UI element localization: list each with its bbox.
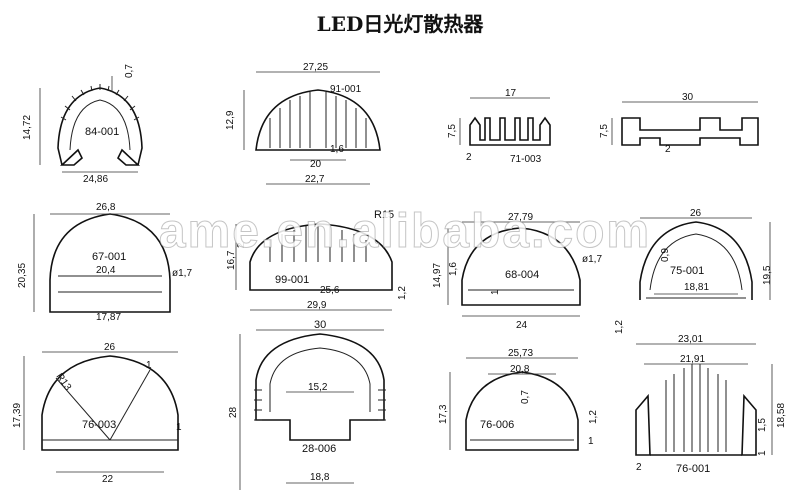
profile-67-001: 26,8 67-001 20,35 20,4 17,87 ø1,7 [17, 202, 192, 323]
dim-label: 17 [505, 88, 517, 99]
dim-label: 1,6 [330, 144, 344, 155]
profile-76-006: 25,73 20,8 0,7 17,3 76-006 1,2 1 [438, 348, 599, 451]
model-label: 76-001 [676, 463, 710, 475]
dim-label: 18,81 [684, 282, 709, 293]
model-label: 76-006 [480, 419, 514, 431]
model-label: 71-003 [510, 154, 542, 165]
page-title: LED日光灯散热器 [316, 12, 484, 36]
dim-label: ø1,7 [172, 268, 192, 279]
dim-label: 24,86 [83, 174, 108, 185]
dim-label: 2 [466, 152, 472, 163]
dim-label: 26 [690, 208, 702, 219]
fin-array [269, 224, 367, 262]
dim-label: 1 [588, 436, 594, 447]
dim-label: 1 [757, 450, 768, 456]
model-label: 68-004 [505, 269, 539, 281]
dim-label: 17,39 [12, 403, 23, 428]
dim-label: 14,97 [432, 263, 443, 288]
dim-label: 1 [176, 422, 182, 433]
dim-label: 18,58 [776, 403, 787, 428]
profile-28-006: 30 15,2 28 28-006 18,8 [228, 319, 386, 490]
dim-label: 30 [314, 319, 326, 331]
dim-label: 18,8 [310, 472, 330, 483]
dim-label: 21,91 [680, 354, 705, 365]
dim-label: 7,5 [447, 124, 458, 138]
profile-76-003: 26 R13 1 17,39 76-003 1 22 [12, 342, 182, 485]
model-label: 84-001 [85, 126, 119, 138]
model-label: 75-001 [670, 265, 704, 277]
dim-label: 26,8 [96, 202, 116, 213]
dim-label: 20 [310, 159, 322, 170]
model-label: 76-003 [82, 419, 116, 431]
profile-84-001: 84-001 14,72 0,7 24,86 [22, 64, 143, 185]
dim-label: 2 [236, 242, 247, 248]
dim-label: 25,6 [320, 285, 340, 296]
model-label: 28-006 [302, 443, 336, 455]
profile-71-003: 17 7,5 2 71-003 [447, 88, 551, 165]
dim-label: 0,9 [660, 248, 671, 262]
model-label: 99-001 [275, 274, 309, 286]
dim-label: 16,7 [226, 250, 237, 270]
dim-label: 1,5 [757, 418, 768, 432]
dim-label: 25,73 [508, 348, 533, 359]
dim-label: 20,8 [510, 364, 530, 375]
dim-label: 2 [636, 462, 642, 473]
fin-array [665, 364, 727, 452]
dim-label: R13 [54, 371, 74, 393]
dim-label: 24 [516, 320, 528, 331]
profile-99-001: R15 16,7 2 99-001 25,6 29,9 1,2 [226, 209, 408, 311]
dim-label: 29,9 [307, 300, 327, 311]
dim-label: 0,7 [520, 390, 531, 404]
dim-label: R15 [374, 209, 394, 221]
dim-label: 20,35 [17, 263, 28, 288]
dim-label: 22,7 [305, 174, 325, 185]
fin-array [269, 92, 367, 148]
dim-label: 0,7 [124, 64, 135, 78]
dim-label: 12,9 [225, 110, 236, 130]
dim-label: 19,5 [762, 265, 773, 285]
model-label: 67-001 [92, 251, 126, 263]
fin-stubs [254, 389, 386, 421]
dim-label: 1,2 [588, 410, 599, 424]
dim-label: 23,01 [678, 334, 703, 345]
dim-label: 1 [490, 289, 501, 295]
dim-label: 1,2 [614, 320, 625, 334]
profile-91-001: 27,25 91-001 12,9 1,6 20 22,7 [225, 62, 381, 185]
dim-label: 28 [228, 406, 239, 418]
dim-label: 15,2 [308, 382, 328, 393]
dim-label: 1,6 [448, 262, 459, 276]
dim-label: 26 [104, 342, 116, 353]
dim-label: 30 [682, 92, 694, 103]
profile-76-001: 23,01 21,91 18,58 1,5 1 2 76-001 [635, 334, 787, 475]
model-label: 91-001 [330, 84, 362, 95]
dim-label: 1,2 [397, 286, 408, 300]
dim-label: 20,4 [96, 265, 116, 276]
dim-label: 7,5 [599, 124, 610, 138]
dim-label: 22 [102, 474, 114, 485]
dim-label: 17,3 [438, 404, 449, 424]
dim-label: 17,87 [96, 312, 121, 323]
dim-label: 2 [665, 144, 671, 155]
dim-label: ø1,7 [582, 254, 602, 265]
dim-label: 27,25 [303, 62, 328, 73]
profile-flat-30: 30 7,5 2 [599, 92, 759, 155]
dim-label: 14,72 [22, 115, 33, 140]
fin-ring [60, 84, 140, 121]
dim-label: 1 [146, 360, 152, 371]
dim-label: 27,79 [508, 212, 533, 223]
profile-68-004: 27,79 14,97 1,6 68-004 1 24 ø1,7 [432, 212, 602, 331]
profile-75-001: 26 0,9 75-001 19,5 18,81 1,2 [614, 208, 773, 334]
